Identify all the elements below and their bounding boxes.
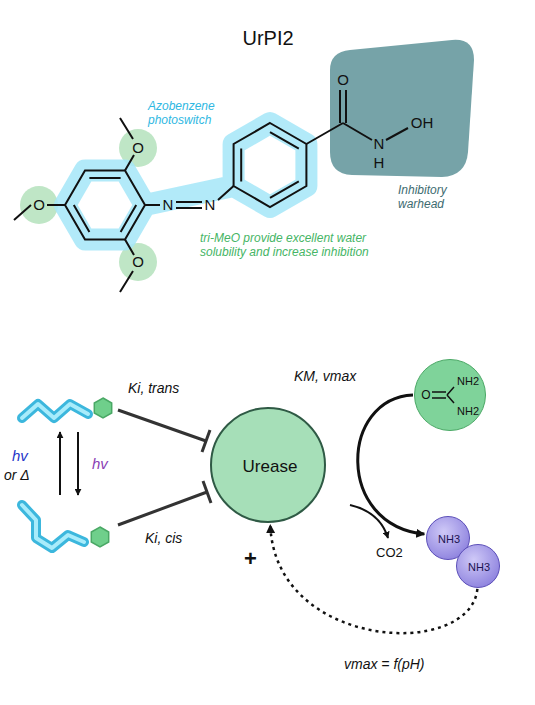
edge-label: vmax = f(pH) (342, 656, 427, 672)
atom-label: O (132, 139, 144, 156)
product-circle: NH3 (456, 544, 500, 588)
benzene-ring (65, 170, 145, 239)
atom-label: H (374, 154, 385, 171)
node-text: Urease (243, 457, 298, 477)
warhead-highlight (330, 40, 474, 177)
node-text: NH2 (457, 375, 479, 388)
atom-label: O (132, 253, 144, 270)
light-label: hv (12, 447, 28, 464)
trans-switch (22, 404, 88, 418)
feedback-arrow (270, 525, 477, 633)
switch-arrow (77, 432, 79, 495)
atom-label: O (337, 71, 349, 88)
azo-bond (145, 186, 234, 208)
node-text: O (421, 389, 430, 403)
cis-switch (22, 505, 84, 548)
urea-bond (432, 387, 454, 403)
co2-branch (350, 505, 388, 538)
node-text: NH3 (438, 533, 460, 546)
constant-label: Ki, cis (145, 530, 182, 546)
atom-label: N (374, 135, 385, 152)
enzyme-circle: Urease (210, 407, 326, 523)
switch-arrow (59, 432, 61, 495)
double-bond (241, 132, 299, 198)
constant-label: Ki, trans (128, 380, 179, 396)
benzene-ring (234, 123, 307, 207)
title: UrPI2 (242, 27, 293, 50)
annotation: Inhibitory warhead (398, 184, 478, 212)
heat-label: or Δ (4, 467, 30, 483)
trans-warhead (94, 398, 111, 418)
atom-label: N (205, 196, 216, 213)
annotation: Azobenzene photoswitch (148, 100, 230, 128)
substrate-circle: ONH2NH2 (414, 359, 486, 431)
annotation: tri-MeO provide excellent water solubili… (200, 232, 378, 260)
cis-switch (22, 505, 84, 548)
trans-switch (22, 404, 88, 418)
inhibition-line (118, 481, 211, 525)
inhibition-line (118, 410, 210, 452)
hydroxamate-bond (306, 90, 408, 144)
node-text: NH2 (457, 405, 479, 418)
atom-label: OH (411, 114, 434, 131)
cis-warhead (91, 527, 108, 547)
product-label: CO2 (376, 546, 403, 561)
edge-label: KM, vmax (292, 368, 358, 384)
light-label: hv (92, 455, 108, 472)
atom-label: O (33, 196, 45, 213)
atom-label: N (163, 196, 174, 213)
double-bond (74, 178, 136, 232)
reaction-arrow (358, 395, 425, 534)
node-text: NH3 (468, 561, 490, 574)
methoxy-bond (14, 118, 134, 292)
photoswitch-highlight (65, 123, 306, 240)
activation-sign: + (244, 546, 257, 571)
